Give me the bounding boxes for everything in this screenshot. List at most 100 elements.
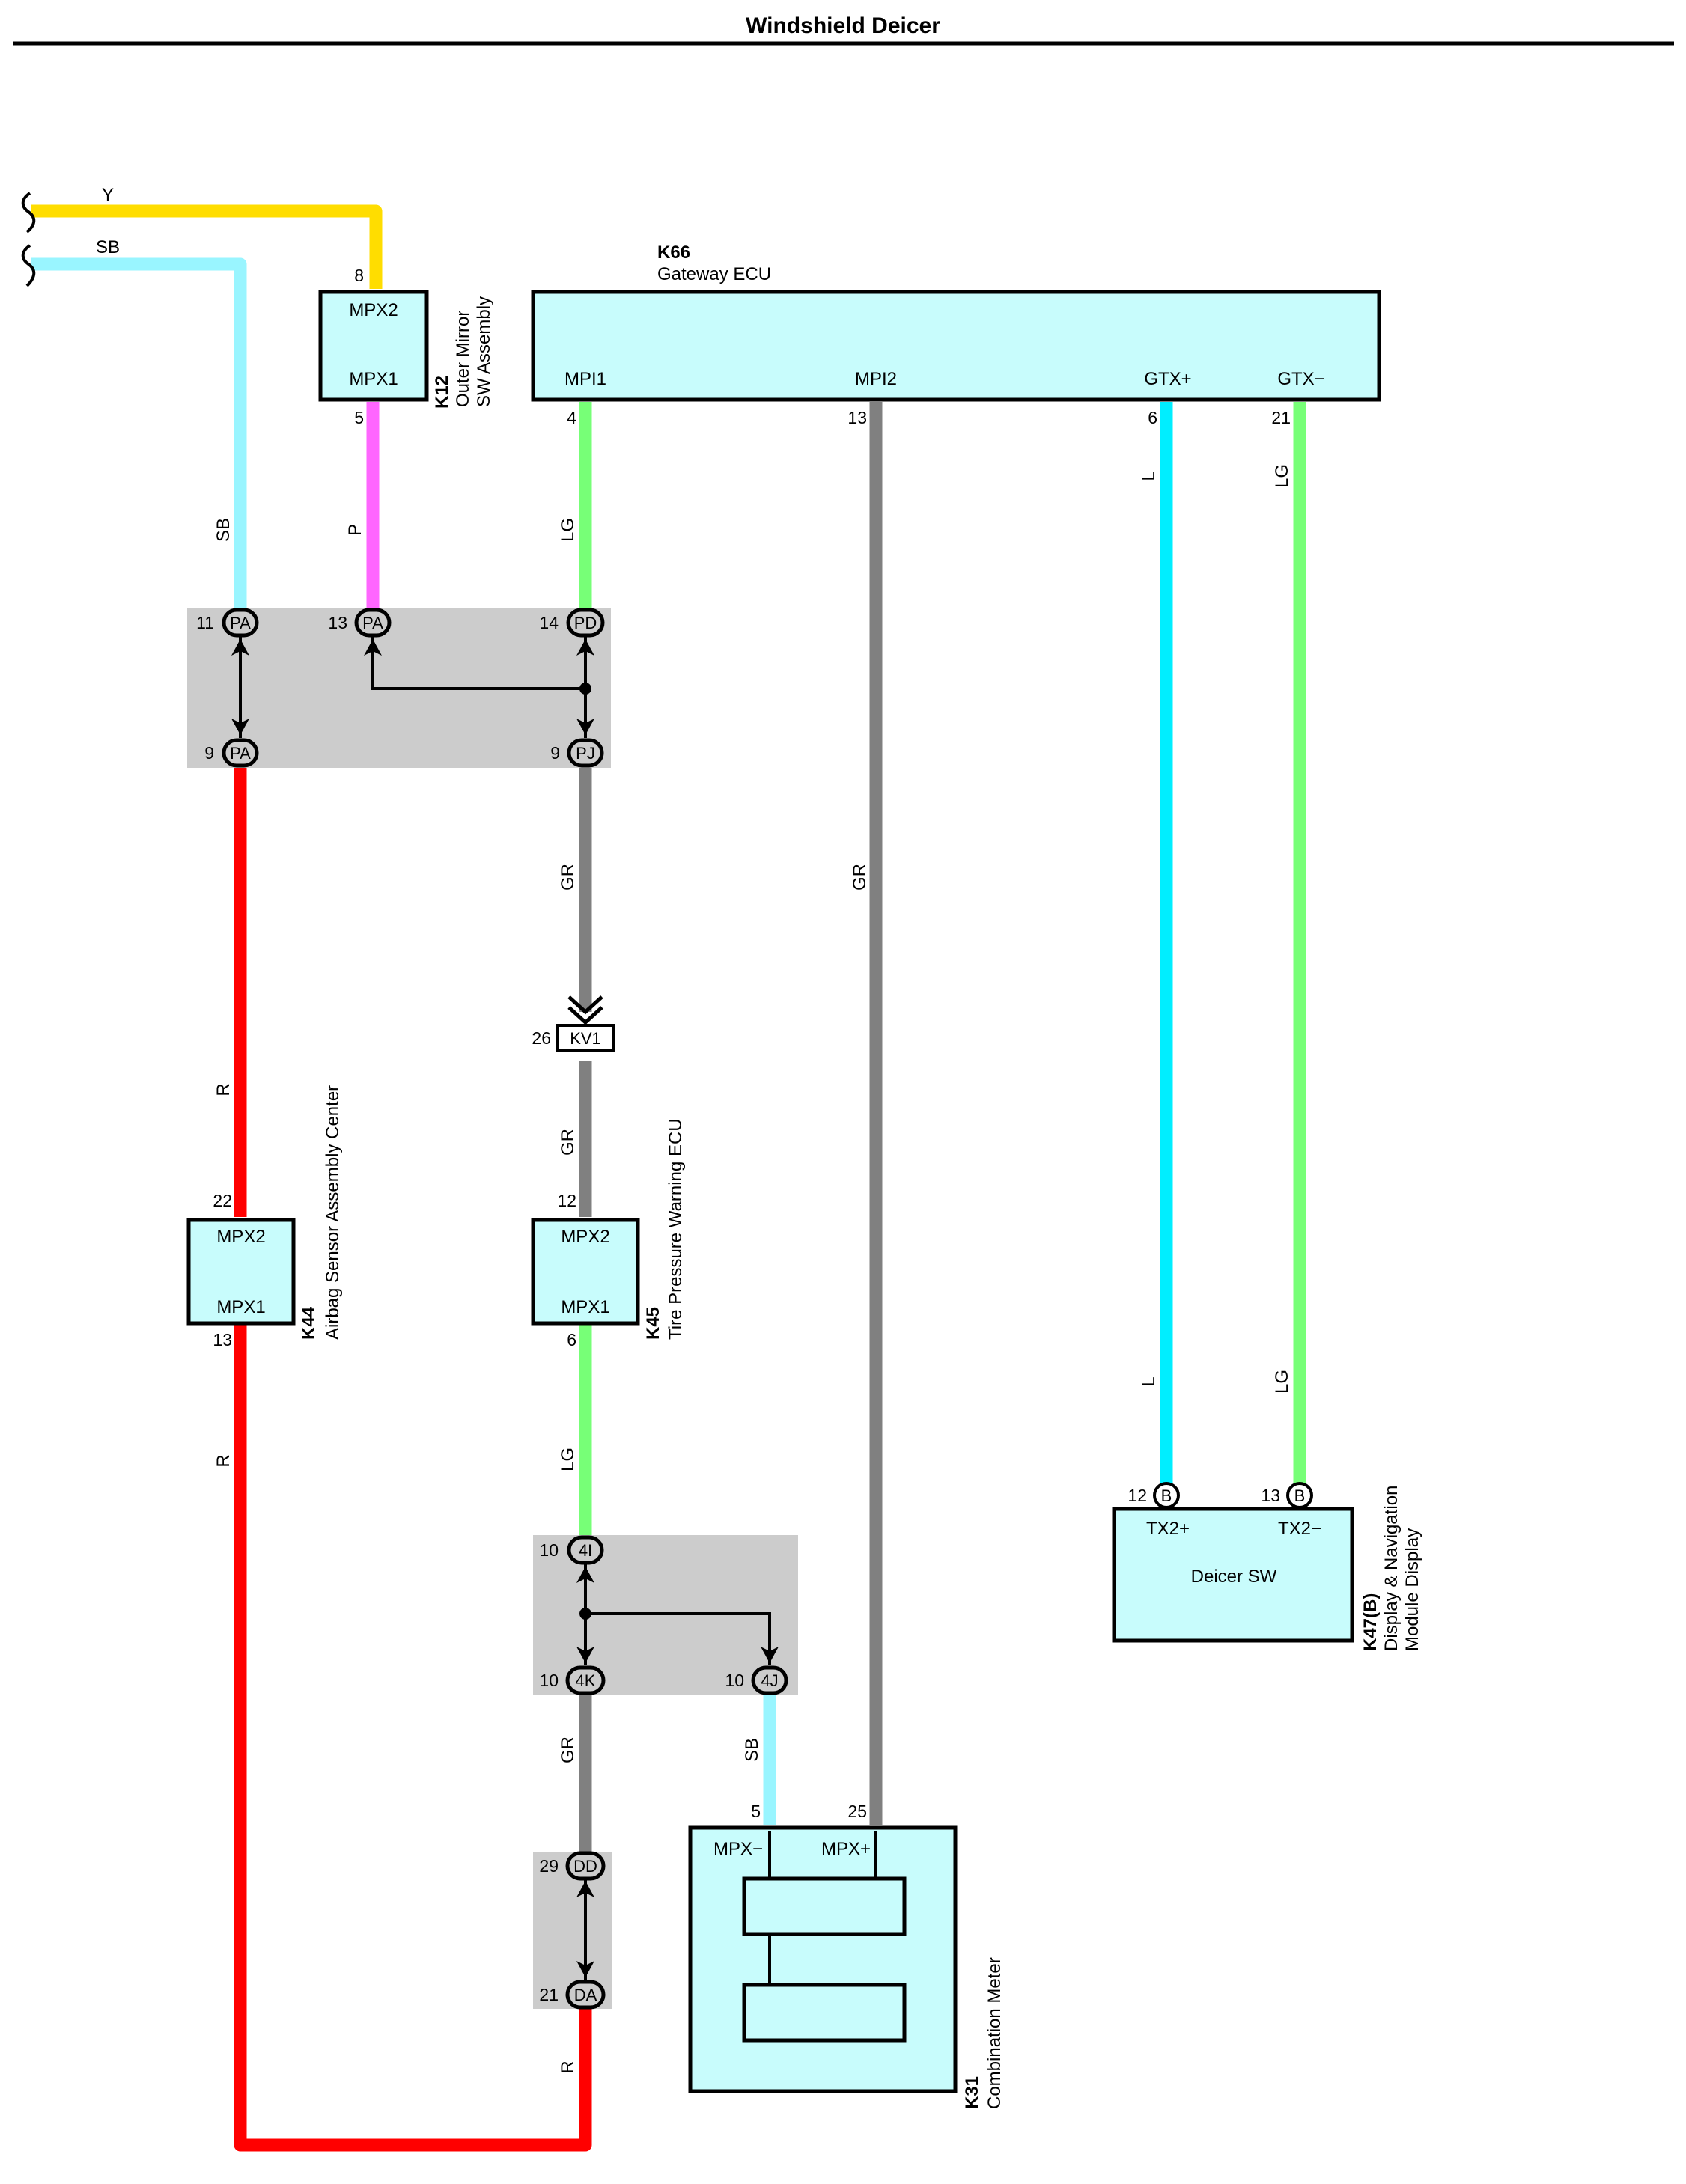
k47-name-line2: Module Display — [1402, 1528, 1422, 1651]
k31-pin-mpx-minus: MPX− — [713, 1839, 763, 1859]
wire-label-sb-top: SB — [96, 237, 120, 257]
connector-4k — [565, 1665, 606, 1695]
pin-dd-29: 29 — [539, 1856, 559, 1876]
pin-pd-14: 14 — [539, 613, 559, 632]
k31-pin-mpx-plus: MPX+ — [821, 1839, 871, 1859]
jline-pa13-branch — [371, 636, 585, 690]
pin-k66-13: 13 — [847, 408, 867, 427]
wire-label-y-top: Y — [102, 185, 114, 205]
k44-airbag-sensor-box — [186, 1218, 296, 1326]
arrow-up-dd — [576, 1881, 594, 1897]
connector-da — [565, 1980, 606, 2010]
k44-name: Airbag Sensor Assembly Center — [323, 1085, 343, 1340]
wire-sb-left — [31, 257, 247, 608]
connector-pd-14 — [566, 608, 605, 638]
pin-k45-6: 6 — [567, 1330, 576, 1349]
wire-label-sb-4j: SB — [742, 1738, 762, 1762]
k45-name: Tire Pressure Warning ECU — [666, 1118, 686, 1340]
splice-dot-4k — [579, 1608, 591, 1620]
pin-k47-12: 12 — [1127, 1486, 1147, 1505]
k31-inner-block-top — [742, 1876, 907, 1936]
wire-label-l-bottom: L — [1139, 1376, 1159, 1386]
k12-pin-mpx1: MPX1 — [349, 369, 398, 389]
pin-k47-13: 13 — [1261, 1486, 1280, 1505]
pin-k12-8: 8 — [354, 266, 364, 285]
pin-kv1-26: 26 — [532, 1028, 551, 1048]
k45-code: K45 — [643, 1307, 663, 1340]
k66-pin-gtx-minus: GTX− — [1277, 369, 1324, 389]
wire-label-gr-mpi2: GR — [850, 864, 870, 891]
k47-pin-tx2-minus: TX2− — [1278, 1519, 1321, 1539]
k66-pin-mpi1: MPI1 — [564, 369, 606, 389]
splice-dot-pj — [579, 683, 591, 695]
pin-k66-6: 6 — [1148, 408, 1157, 427]
k12-pin-mpx2: MPX2 — [349, 300, 398, 320]
wire-label-r-lower: R — [213, 1454, 234, 1467]
wire-label-lg-k45: LG — [558, 1448, 578, 1471]
k66-gateway-ecu-box — [531, 290, 1381, 402]
pin-k66-4: 4 — [567, 408, 576, 427]
diagram-title: Windshield Deicer — [746, 13, 940, 38]
connector-4i — [567, 1535, 604, 1565]
wire-label-p: P — [345, 524, 365, 536]
connector-dd — [565, 1851, 606, 1881]
connector-4j — [751, 1665, 788, 1695]
pin-k66-21: 21 — [1271, 408, 1291, 427]
connector-b-12-label: B — [1161, 1486, 1172, 1505]
pin-k31-25: 25 — [847, 1802, 867, 1821]
k45-pin-mpx2: MPX2 — [561, 1227, 609, 1247]
k31-inner-block-bottom — [742, 1983, 907, 2043]
arrow-down-pa9 — [231, 719, 249, 735]
pin-k44-13: 13 — [213, 1330, 232, 1349]
arrow-down-4j — [761, 1647, 779, 1663]
connector-pd-14-label: PD — [574, 614, 597, 632]
wire-label-gr-4k: GR — [558, 1736, 578, 1763]
k12-name-line2: SW Assembly — [474, 296, 494, 407]
arrow-up-pa11 — [231, 639, 249, 656]
pin-pa-13: 13 — [328, 613, 347, 632]
k66-name: Gateway ECU — [657, 264, 771, 284]
pin-4k-10: 10 — [539, 1671, 559, 1690]
connector-pj-9 — [567, 738, 604, 768]
jline-4j-branch — [585, 1612, 771, 1665]
connector-kv1-label: KV1 — [570, 1029, 601, 1048]
k12-code: K12 — [432, 376, 452, 409]
connector-pa-9 — [222, 738, 259, 768]
wire-label-r-da: R — [558, 2061, 578, 2073]
pin-k12-5: 5 — [354, 408, 364, 427]
connector-dd-label: DD — [573, 1857, 597, 1876]
connector-b-13 — [1286, 1482, 1313, 1509]
arrow-up-pa13 — [364, 639, 382, 656]
arrow-down-da — [576, 1961, 594, 1977]
wire-label-gr-kv1: GR — [558, 1129, 578, 1156]
k31-combination-meter-box — [688, 1825, 958, 2093]
pin-k31-5: 5 — [751, 1802, 761, 1821]
k44-pin-mpx2: MPX2 — [216, 1227, 265, 1247]
k66-code: K66 — [657, 243, 690, 263]
k47-code: K47(B) — [1360, 1593, 1381, 1651]
connector-da-label: DA — [574, 1986, 597, 2004]
connector-pa-13-label: PA — [362, 614, 383, 632]
arrow-down-4k — [576, 1647, 594, 1663]
wire-label-lg-mpi1: LG — [558, 518, 578, 542]
k66-pin-mpi2: MPI2 — [855, 369, 897, 389]
pin-pj-9: 9 — [550, 743, 560, 763]
pin-da-21: 21 — [539, 1985, 559, 2004]
wire-label-sb-left: SB — [213, 518, 234, 542]
k31-code: K31 — [962, 2076, 982, 2109]
chevron-kv1 — [567, 995, 603, 1025]
wire-break-mark-sb — [21, 244, 36, 287]
connector-pa-13 — [354, 608, 392, 638]
wire-label-lg-bottom: LG — [1272, 1370, 1292, 1394]
pin-pa-11: 11 — [196, 613, 214, 632]
pin-4j-10: 10 — [725, 1671, 744, 1690]
k45-tire-pressure-ecu-box — [531, 1218, 640, 1326]
k47-display-module-box — [1112, 1507, 1354, 1643]
k12-outer-mirror-box — [318, 290, 429, 402]
connector-pa-9-label: PA — [230, 744, 251, 763]
wire-label-lg-top: LG — [1272, 464, 1292, 488]
k47-inner-label: Deicer SW — [1191, 1567, 1277, 1587]
connector-pa-11 — [222, 608, 259, 638]
connector-b-13-label: B — [1294, 1486, 1306, 1505]
